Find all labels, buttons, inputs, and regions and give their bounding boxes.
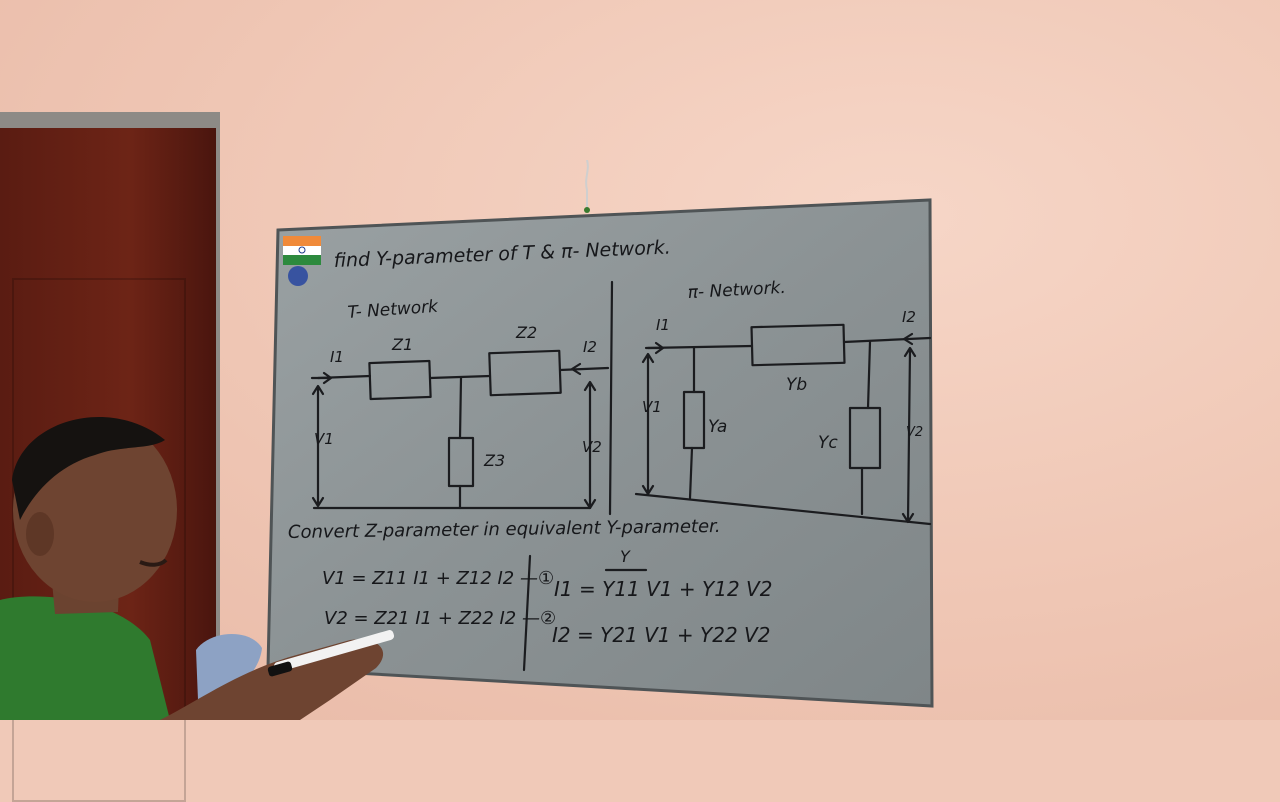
t-label-z2: Z2 xyxy=(515,323,537,342)
t-label-z3: Z3 xyxy=(483,451,505,470)
y-equation-2: I2 = Y21 V1 + Y22 V2 xyxy=(552,623,770,647)
t-label-i1: I1 xyxy=(330,348,344,366)
pi-label-ya: Ya xyxy=(708,417,727,437)
t-label-v1: V1 xyxy=(314,430,334,448)
duster-cloth xyxy=(196,633,262,700)
pi-label-yc: Yc xyxy=(818,433,838,453)
pi-label-v1: V1 xyxy=(642,398,662,416)
pi-label-i2: I2 xyxy=(902,308,916,326)
marker-pen xyxy=(273,630,395,672)
presenter-arm xyxy=(160,639,384,720)
z-equation-2: V2 = Z21 I1 + Z22 I2 —② xyxy=(324,608,556,629)
whiteboard-surface: find Y-parameter of T & π- Network. T- N… xyxy=(266,198,934,708)
t-network-circuit xyxy=(310,349,610,510)
whiteboard: find Y-parameter of T & π- Network. T- N… xyxy=(266,198,934,708)
vertical-divider xyxy=(608,280,614,516)
z-equation-1: V1 = Z11 I1 + Z12 I2 —① xyxy=(322,568,554,589)
pi-label-v2: V2 xyxy=(906,425,923,440)
presenter-hair xyxy=(12,416,165,520)
y-equation-1: I1 = Y11 V1 + Y12 V2 xyxy=(554,577,772,601)
t-label-z1: Z1 xyxy=(391,335,413,354)
lower-divider xyxy=(522,554,532,672)
t-label-i2: I2 xyxy=(583,338,597,356)
pi-network-circuit xyxy=(634,323,932,526)
presenter xyxy=(0,416,395,720)
pi-label-yb: Yb xyxy=(786,375,807,395)
flag-logo xyxy=(283,236,321,286)
wall-hook xyxy=(584,160,590,213)
t-label-v2: V2 xyxy=(582,438,602,456)
pi-label-i1: I1 xyxy=(656,316,670,334)
y-header: Y xyxy=(620,547,631,566)
presenter-shirt xyxy=(0,596,170,720)
